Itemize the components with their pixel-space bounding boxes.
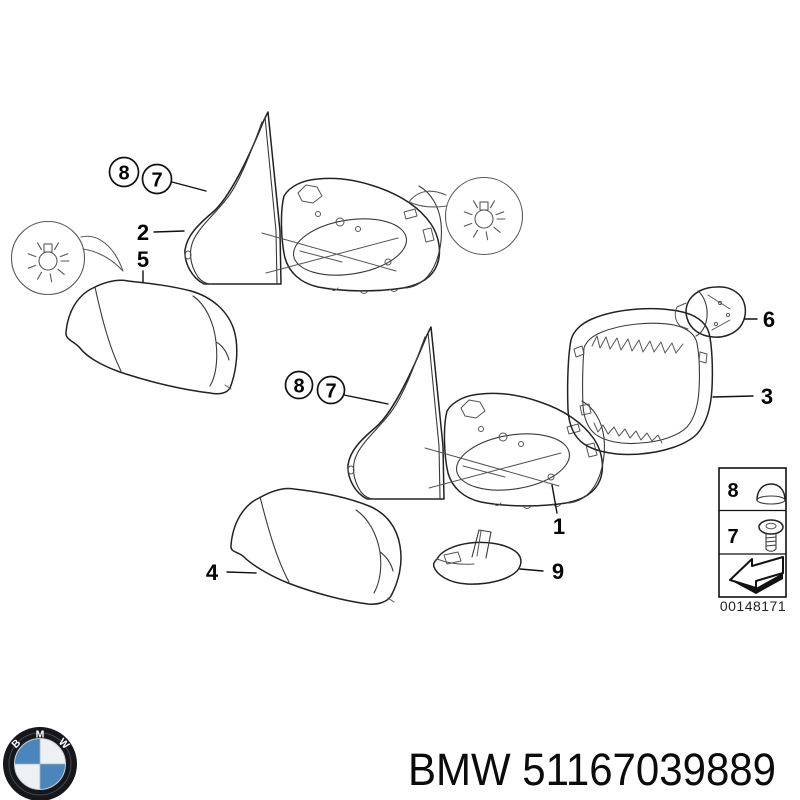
part-label-3: 3 [761, 384, 773, 409]
callout-circle-8-mid [284, 370, 314, 400]
callout-circle-7-mid [316, 375, 346, 405]
callout-8-top-label: 8 [118, 163, 129, 185]
mirror-frame-3 [566, 307, 714, 456]
bulb-callout-left [10, 220, 124, 296]
logo-quadrant-blue-br [40, 764, 66, 790]
part-label-4: 4 [206, 560, 219, 585]
part-label-1: 1 [553, 514, 565, 539]
legend-8-label: 8 [727, 480, 738, 502]
logo-letter-m: M [36, 729, 45, 741]
legend-row-screw: 7 [727, 519, 784, 552]
mirror-assembly-top [184, 111, 443, 295]
logo-quadrant-blue-tl [14, 738, 40, 765]
callout-7-top-label: 7 [151, 170, 162, 192]
direction-arrow-icon [729, 556, 784, 594]
part-label-6: 6 [763, 307, 775, 332]
callout-8-mid-label: 8 [293, 376, 304, 398]
bmw-logo: B M W [3, 727, 77, 800]
callout-circle-8-top [108, 156, 140, 188]
legend-row-cap: 8 [727, 480, 786, 505]
legend-7-label: 7 [727, 526, 738, 548]
part-labels: 2 5 1 4 9 6 3 [137, 220, 775, 585]
part-number-text: BMW 51167039889 [408, 744, 776, 795]
cap-nut-icon [756, 483, 786, 505]
bulb-callout-right [408, 176, 524, 256]
gasket-pad-9 [432, 529, 522, 585]
legend-box: 8 7 00148171 [718, 467, 787, 614]
callout-pair-top: 8 7 [108, 156, 207, 195]
mirror-cap-5 [65, 279, 238, 395]
callout-circle-7-top [141, 163, 173, 195]
diagram-code: 00148171 [720, 598, 786, 614]
mirror-motor-6 [674, 286, 747, 338]
callout-7-mid-label: 7 [325, 381, 336, 403]
part-label-5: 5 [137, 247, 149, 272]
part-label-9: 9 [552, 559, 564, 584]
screw-icon [758, 519, 784, 552]
callout-pair-middle: 8 7 [284, 370, 389, 405]
light-bulb-icon [463, 200, 506, 241]
mirror-assembly-bottom [347, 326, 606, 510]
part-label-2: 2 [137, 220, 149, 245]
light-bulb-icon [27, 242, 70, 283]
mirror-cap-4 [230, 487, 402, 605]
